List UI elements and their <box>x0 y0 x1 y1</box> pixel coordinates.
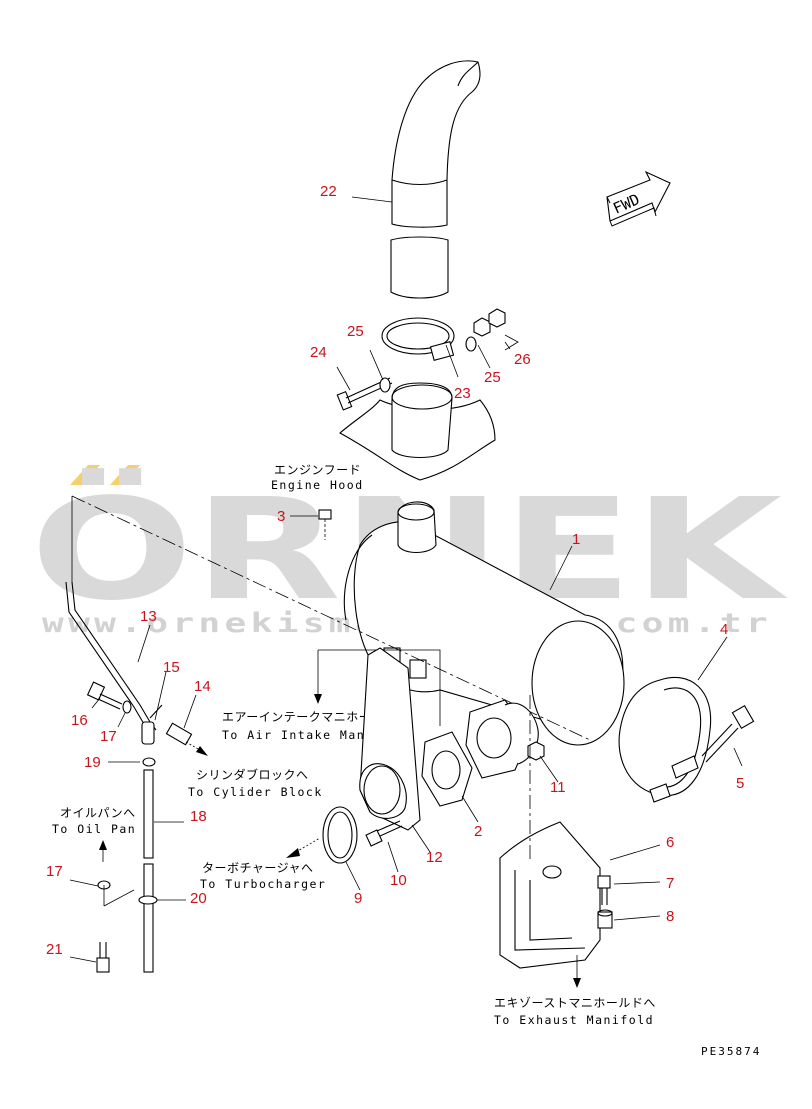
engine-hood-seal <box>339 382 496 481</box>
arrow-cylinder-block-icon <box>196 746 208 756</box>
arrow-turbocharger-line <box>295 837 321 853</box>
label-engine-hood-jp: エンジンフード <box>274 463 361 477</box>
part-6-bracket <box>499 695 601 969</box>
fwd-arrow-icon: FWD <box>606 170 671 227</box>
callout-2: 2 <box>474 823 482 840</box>
callout-8: 8 <box>666 908 674 925</box>
callout-17a: 17 <box>100 728 117 745</box>
part-2-gasket <box>421 731 473 807</box>
callout-13: 13 <box>140 608 157 625</box>
callout-19: 19 <box>84 754 101 771</box>
part-3-bolt <box>318 509 332 540</box>
callout-22: 22 <box>320 183 337 200</box>
label-air-intake-en: To Air Intake Manifold <box>222 728 407 742</box>
part-21-bolt <box>96 942 110 973</box>
part-9-seal-ring <box>322 806 358 864</box>
label-oil-pan-en: To Oil Pan <box>52 822 136 836</box>
callout-16: 16 <box>71 712 88 729</box>
callout-9: 9 <box>354 890 362 907</box>
callout-25b: 25 <box>484 369 501 386</box>
callout-10: 10 <box>390 872 407 889</box>
watermark-accent-right <box>110 465 140 485</box>
callout-25a: 25 <box>347 323 364 340</box>
part-22-intake-pipe <box>390 60 481 299</box>
part-25-washer <box>379 336 477 393</box>
leader-lines <box>69 196 743 963</box>
centre-line <box>71 495 591 741</box>
label-cylinder-block-jp: シリンダブロックへ <box>196 767 309 782</box>
callout-20: 20 <box>190 890 207 907</box>
callout-7: 7 <box>666 875 674 892</box>
callout-12: 12 <box>426 849 443 866</box>
reference-line-air-intake-box <box>318 649 441 726</box>
callout-18: 18 <box>190 808 207 825</box>
label-engine-hood-en: Engine Hood <box>271 478 364 492</box>
part-18-tube <box>143 769 154 973</box>
arrow-turbocharger-icon <box>286 848 300 858</box>
callout-23: 23 <box>454 385 471 402</box>
label-exhaust-en: To Exhaust Manifold <box>494 1013 654 1027</box>
callout-24: 24 <box>310 344 327 361</box>
drawing-code: PE35874 <box>701 1045 761 1058</box>
part-4-band-clamp <box>618 676 712 803</box>
callout-26: 26 <box>514 351 531 368</box>
label-cylinder-block-en: To Cylider Block <box>188 785 323 799</box>
part-14-connector <box>165 722 193 746</box>
callout-5: 5 <box>736 775 744 792</box>
part-19-seal <box>142 757 156 767</box>
part-23-clamp-ring <box>381 317 455 362</box>
part-26-nut <box>473 308 506 337</box>
callout-3: 3 <box>277 508 285 525</box>
arrow-exhaust-icon <box>573 978 581 988</box>
arrow-air-intake-icon <box>314 694 322 704</box>
callout-11: 11 <box>550 779 566 796</box>
callout-6: 6 <box>666 834 674 851</box>
part-12-flange <box>359 647 421 831</box>
arrow-cylinder-block-line <box>185 741 201 751</box>
part-8-spacer <box>597 909 613 929</box>
part-5-bolt <box>701 704 755 763</box>
arrow-oil-pan-icon <box>99 840 107 850</box>
part-10-bolt <box>365 820 403 847</box>
outlet-flange <box>465 699 539 779</box>
part-16-bolt <box>86 681 123 710</box>
label-turbocharger-jp: ターボチャージャへ <box>202 861 314 875</box>
part-11-nut <box>527 741 545 761</box>
callout-14: 14 <box>194 678 211 695</box>
callout-1: 1 <box>572 531 580 548</box>
label-exhaust-jp: エキゾーストマニホールドへ <box>494 996 656 1010</box>
part-7-bolt <box>597 875 611 905</box>
watermark-accent-left <box>70 465 100 485</box>
callout-21: 21 <box>46 941 63 958</box>
callout-17b: 17 <box>46 863 63 880</box>
callouts: 22 25 24 23 25 26 3 1 4 5 11 2 12 10 9 6… <box>46 183 744 958</box>
part-1-air-cleaner <box>343 501 625 746</box>
label-air-intake-jp: エアーインテークマニホールドへ <box>222 710 409 724</box>
part-15-elbow <box>141 704 163 745</box>
label-turbocharger-en: To Turbocharger <box>200 877 326 891</box>
label-oil-pan-jp: オイルパンへ <box>60 806 136 820</box>
callout-15: 15 <box>163 659 180 676</box>
callout-4: 4 <box>720 621 728 638</box>
